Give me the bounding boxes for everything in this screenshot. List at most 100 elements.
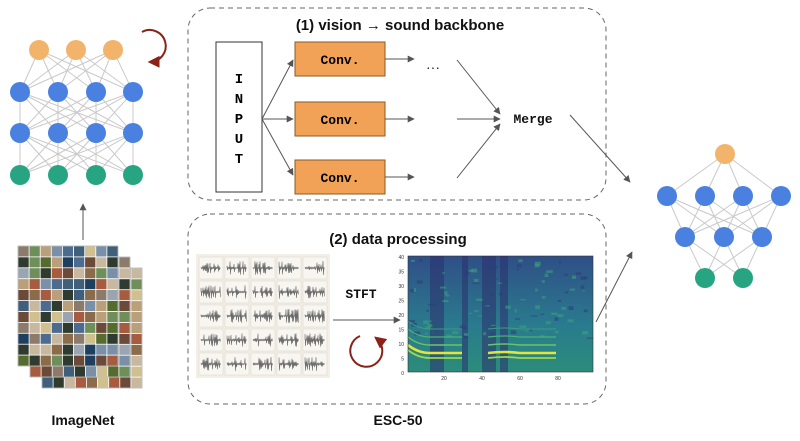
imagenet-thumbnail <box>29 257 40 268</box>
input-letter: P <box>235 112 243 128</box>
spectrogram-harmonic <box>407 320 462 330</box>
imagenet-thumbnail <box>107 279 118 290</box>
waveform-trace <box>226 357 247 371</box>
imagenet-thumbnail <box>62 268 74 279</box>
spectrogram-noise <box>530 315 538 317</box>
imagenet-thumbnail <box>85 279 96 290</box>
imagenet-thumbnail <box>74 257 85 268</box>
imagenet-thumbnail <box>98 377 109 388</box>
imagenet-thumbnail <box>74 322 85 333</box>
imagenet-thumbnail <box>62 355 74 366</box>
waveform-cell <box>224 328 250 352</box>
spectrogram-noise <box>558 299 562 302</box>
spectrogram-harmonic <box>407 349 462 359</box>
imagenet-thumbnail <box>74 333 85 344</box>
imagenet-thumbnail <box>107 344 118 355</box>
imagenet-thumbnail <box>51 355 62 366</box>
network-node <box>733 186 753 206</box>
imagenet-thumbnail <box>85 246 96 257</box>
imagenet-thumbnail <box>62 333 74 344</box>
waveform-trace <box>200 262 221 274</box>
imagenet-thumbnail <box>29 333 40 344</box>
spectrogram-noise <box>554 317 559 321</box>
spectrogram-noise <box>444 291 448 295</box>
spec-y-tick: 15 <box>398 328 404 334</box>
imagenet-thumbnail <box>74 311 85 322</box>
imagenet-thumbnail <box>51 279 62 290</box>
imagenet-thumbnail <box>51 257 62 268</box>
imagenet-thumbnail <box>96 279 107 290</box>
network-edges <box>19 49 134 176</box>
spec-y-tick: 40 <box>398 255 404 261</box>
spectrogram-noise <box>452 331 459 335</box>
spectrogram-noise <box>516 264 522 268</box>
spectrogram-noise <box>408 319 416 323</box>
imagenet-thumbnail <box>119 333 130 344</box>
spectrogram-noise <box>515 318 521 320</box>
input-letter: T <box>235 152 243 168</box>
spectrogram-noise <box>529 328 533 332</box>
spec-y-tick: 25 <box>398 299 404 305</box>
waveform-cell <box>224 256 250 280</box>
network-edge <box>724 153 782 197</box>
spectrogram-noise <box>586 337 594 339</box>
esc50-caption: ESC-50 <box>373 412 422 428</box>
pretrain-cycle-arrow-icon <box>141 29 167 68</box>
imagenet-thumbnail <box>96 344 107 355</box>
waveform-cell <box>276 304 302 328</box>
imagenet-thumbnail <box>131 290 142 301</box>
network-edge <box>57 132 134 176</box>
spectrogram-noise <box>558 261 562 264</box>
waveform-trace <box>226 285 247 299</box>
spectrogram-noise <box>519 325 527 328</box>
imagenet-thumbnail <box>96 290 107 301</box>
spectrogram-noise <box>474 310 479 312</box>
imagenet-thumbnail <box>18 333 29 344</box>
network-node <box>714 227 734 247</box>
spectrogram-harmonic <box>487 343 556 346</box>
network-node <box>675 227 695 247</box>
spectrogram-noise <box>485 305 490 307</box>
input-block <box>215 41 263 193</box>
imagenet-thumbnail <box>131 366 142 377</box>
spectrogram-noise <box>545 321 551 325</box>
network-node <box>123 165 143 185</box>
spectrogram-harmonic <box>407 328 462 338</box>
network-edge <box>704 236 763 279</box>
waveform-cell <box>198 280 224 304</box>
spec-y-tick: 35 <box>398 270 404 276</box>
imagenet-thumbnail <box>74 279 85 290</box>
spec-y-tick: 20 <box>398 313 404 319</box>
spectrogram-silence-band <box>430 256 444 372</box>
imagenet-thumbnail <box>86 377 98 388</box>
imagenet-thumbnail <box>18 300 29 311</box>
imagenet-thumbnail <box>29 355 40 366</box>
spectrogram-noise <box>490 332 496 335</box>
arrow-merge-bottom <box>456 123 501 179</box>
network-node <box>66 40 86 60</box>
conv-label-1: Conv. <box>320 53 359 68</box>
network-node <box>771 186 791 206</box>
spectrogram-noise <box>476 298 483 301</box>
spectrogram-noise <box>413 288 416 292</box>
waveform-trace <box>278 357 299 371</box>
spectrogram-noise <box>468 269 474 272</box>
pretrained-network <box>10 40 143 185</box>
network-node <box>733 268 753 288</box>
spectrogram-noise <box>427 323 433 328</box>
imagenet-thumbnail <box>131 268 142 279</box>
imagenet-thumbnail <box>42 377 53 388</box>
imagenet-thumbnail <box>119 311 130 322</box>
spectrogram-noise <box>514 308 517 313</box>
spectrogram-noise <box>428 304 435 306</box>
spectrogram-silence-band <box>500 256 508 372</box>
spectrogram-noise <box>463 335 469 339</box>
spectrogram: 40 35 30 25 20 15 10 5 0 20 40 60 80 <box>398 255 594 382</box>
spec-x-tick: 60 <box>517 376 523 382</box>
imagenet-thumbnail <box>29 246 40 257</box>
spectrogram-noise <box>442 272 445 274</box>
spectrogram-noise <box>478 315 482 317</box>
imagenet-thumbnail <box>96 300 107 311</box>
imagenet-thumbnail <box>40 290 51 301</box>
